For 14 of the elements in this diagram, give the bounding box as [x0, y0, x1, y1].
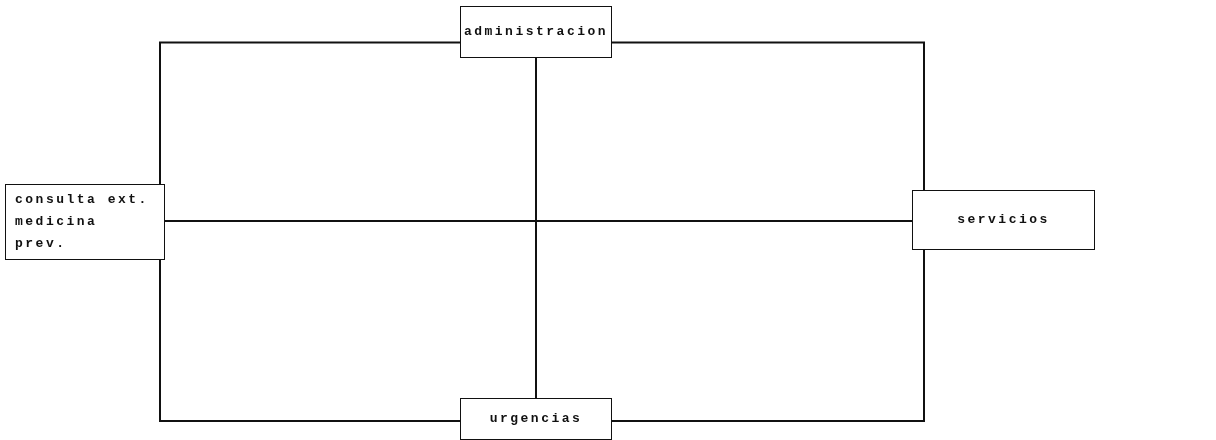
connector-line [611, 41, 925, 191]
process-box [912, 190, 1095, 250]
process-box [460, 6, 612, 58]
connector-line [611, 249, 925, 423]
connector-line [159, 41, 461, 185]
connector-line [535, 57, 537, 399]
process-box [460, 398, 612, 440]
box-label: servicios [957, 211, 1050, 229]
connector-line [159, 259, 461, 423]
box-label: administracion [463, 23, 609, 41]
process-box [5, 184, 165, 260]
box-label: consulta ext. medicina prev. [15, 191, 150, 253]
box-label: urgencias [489, 410, 583, 428]
connector-line [164, 220, 913, 222]
